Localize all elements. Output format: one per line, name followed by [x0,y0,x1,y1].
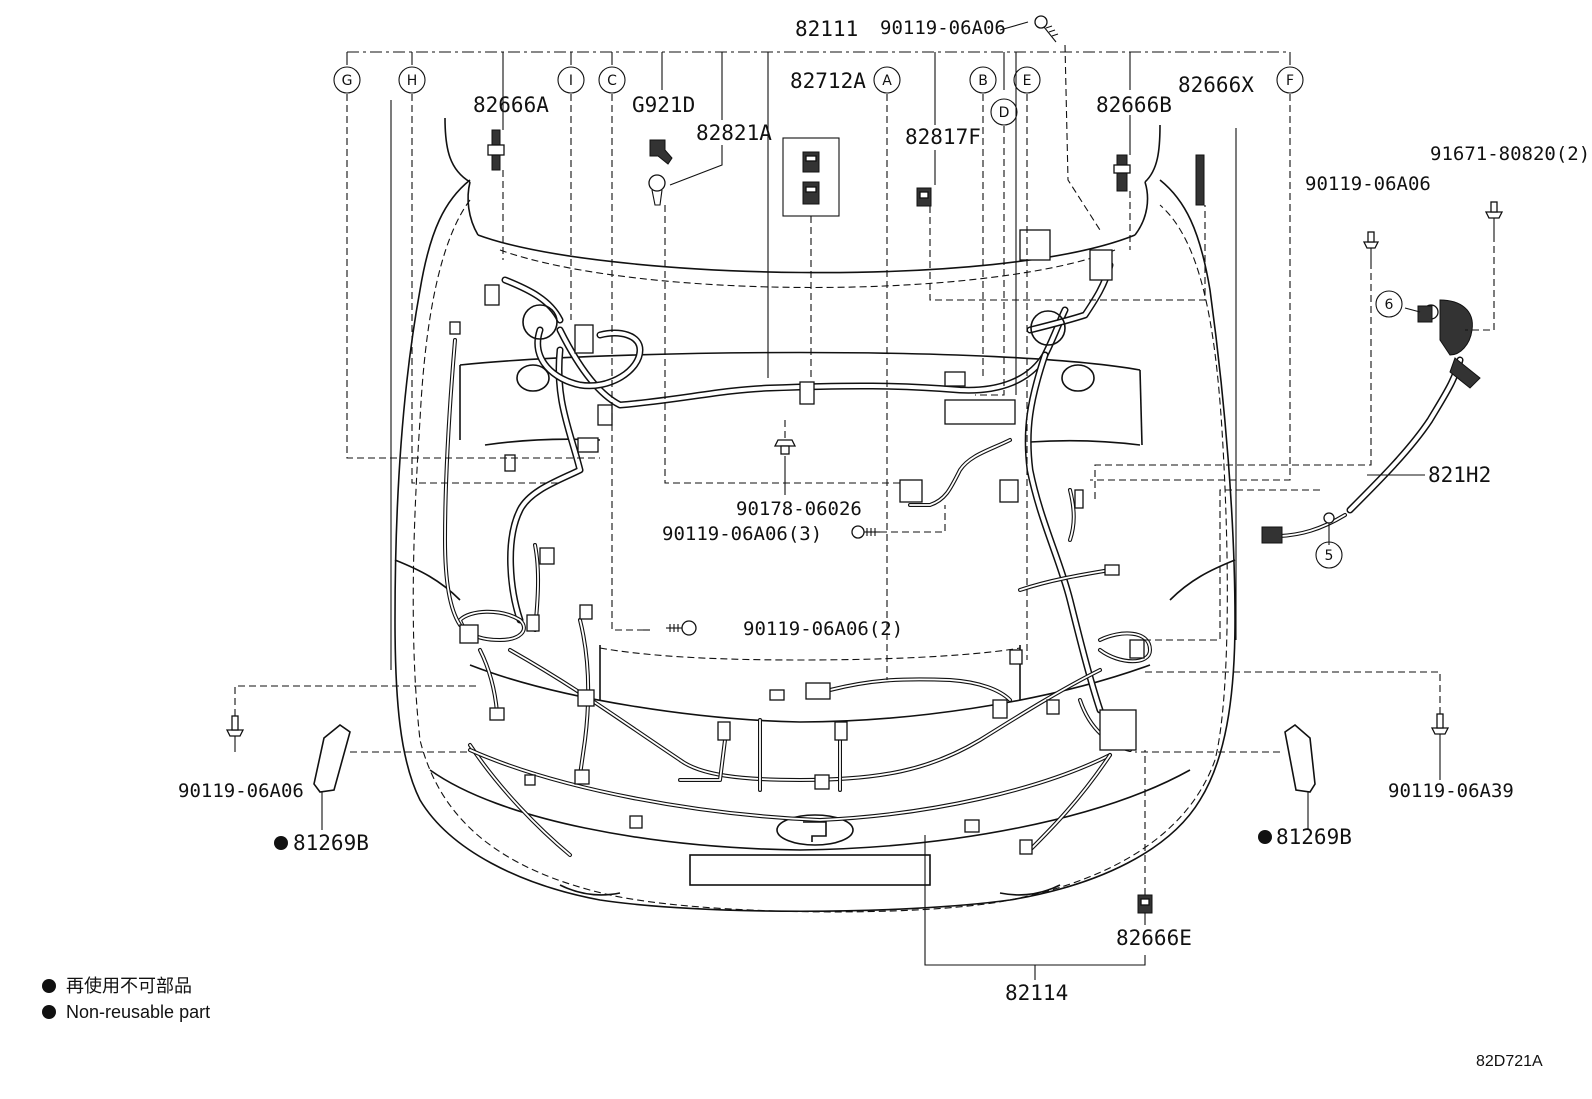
sub-harness-821h2-icon [1261,299,1481,544]
label-82821a: 82821A [696,121,772,145]
label-821h2: 821H2 [1428,463,1491,487]
clip-82666x-icon [1195,154,1205,206]
clip-82817f-icon [916,187,932,207]
label-82712a: 82712A [790,69,866,93]
label-g921d: G921D [632,93,695,117]
svg-text:B: B [978,73,988,89]
pad-81269b-left-icon [313,723,351,793]
clip-90178-icon [773,439,797,455]
svg-text:H: H [407,73,418,89]
label-81269b-left: 81269B [293,831,369,855]
callout-i: I [557,66,585,94]
legend-dot-en [42,1005,56,1019]
bolt-90119-right-icon [1362,231,1380,262]
clip-82666b-icon [1113,154,1131,192]
callout-circles: G H I C A B D E [333,66,1403,569]
label-82666e: 82666E [1116,926,1192,950]
label-82666a: 82666A [473,93,549,117]
label-90119-06a39: 90119-06A39 [1388,780,1514,802]
pad-81269b-right-icon [1284,723,1316,793]
clip-82666e-icon [1137,894,1153,914]
callout-5: 5 [1315,541,1343,569]
label-90119-06a06-right: 90119-06A06 [1305,173,1431,195]
callout-f: F [1276,66,1304,94]
svg-text:A: A [882,73,892,89]
leader-lines [234,21,1495,980]
svg-text:I: I [569,73,573,89]
part-labels: 82111 90119-06A06 82666A G921D 82821A 82… [178,17,1590,1005]
svg-text:F: F [1286,73,1294,89]
clip-82821a-icon [648,174,666,206]
engine-harness [443,229,1152,857]
callout-d: D [990,98,1018,126]
non-reusable-dot-right [1258,830,1272,844]
clip-82666a-icon [487,129,505,171]
callout-h: H [398,66,426,94]
label-81269b-right: 81269B [1276,825,1352,849]
label-90119-06a06-top: 90119-06A06 [880,17,1006,39]
svg-text:C: C [607,73,617,89]
legend-dot-jp [42,979,56,993]
bolt-left-icon [225,715,245,752]
bolt-top-icon [1034,15,1059,43]
svg-text:G: G [342,73,353,89]
clip-icons [225,15,1504,914]
callout-a: A [873,66,901,94]
legend-jp: 再使用不可部品 [66,976,192,996]
bolt-91671-icon [1484,201,1504,235]
label-82114: 82114 [1005,981,1068,1005]
callout-e: E [1013,66,1041,94]
non-reusable-dot-left [274,836,288,850]
clip-g921d-icon [649,139,673,165]
legend: 再使用不可部品 Non-reusable part [42,976,210,1022]
svg-text:6: 6 [1385,297,1394,313]
bolt-3-icon [851,525,880,539]
callout-6: 6 [1375,290,1403,318]
figure-code: 82D721A [1476,1053,1543,1070]
vehicle-body-outline [394,117,1236,913]
label-90119-06a06-left: 90119-06A06 [178,780,304,802]
svg-text:D: D [999,105,1010,121]
fuse-82712a-icon [782,137,840,217]
label-90119-06a06-3: 90119-06A06(3) [662,523,822,545]
bolt-right-icon [1430,713,1450,750]
label-90178-06026: 90178-06026 [736,498,862,520]
label-82817f: 82817F [905,125,981,149]
label-82666x: 82666X [1178,73,1254,97]
bolt-2-icon [666,620,697,636]
svg-text:5: 5 [1325,548,1334,564]
label-82111: 82111 [795,17,858,41]
callout-b: B [969,66,997,94]
label-91671-80820: 91671-80820(2) [1430,143,1590,165]
callout-g: G [333,66,361,94]
label-82666b: 82666B [1096,93,1172,117]
callout-c: C [598,66,626,94]
legend-en: Non-reusable part [66,1002,210,1022]
label-90119-06a06-2: 90119-06A06(2) [743,618,903,640]
svg-text:E: E [1023,73,1032,89]
